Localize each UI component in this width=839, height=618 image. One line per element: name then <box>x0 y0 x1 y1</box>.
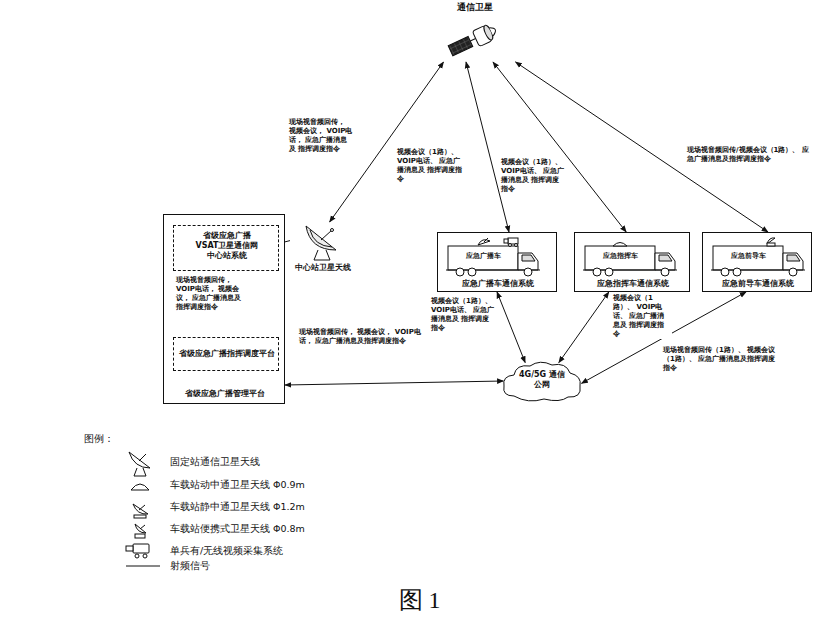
legend-text: 射频信号 <box>170 560 210 573</box>
node-text: 应急前导车 <box>715 252 781 260</box>
node-text: 省级应急广播 VSAT卫星通信网 中心站系统 <box>194 231 260 261</box>
dish-illustration <box>302 222 342 262</box>
dome-antenna-icon <box>131 484 149 490</box>
edge-label: 视频会议（1路）、 VOIP电话、 应急广播消息及 指挥调度指令 <box>430 297 496 333</box>
command-truck-box: 应急指挥车应急指挥车通信系统 <box>574 232 690 292</box>
legend-text: 车载站动中通卫星天线 Φ0.9m <box>170 479 305 492</box>
edge-label: 现场视音频回传， 视频会议， VOIP电话， 应急广播消息及指挥调度指令 <box>298 328 422 346</box>
edge-label: 现场视音频回传， 视频会议， VOIP电话， 应急广播消息及 指挥调度指令 <box>288 118 354 154</box>
signal-connector <box>285 381 503 385</box>
legend-text: 单兵有/无线视频采集系统 <box>170 545 283 558</box>
node-text: 应急前导车通信系统 <box>703 279 813 288</box>
signal-connector <box>497 292 525 363</box>
portable-dish-icon <box>135 524 146 538</box>
broadcast-truck-box: 应急广播车应急广播车通信系统 <box>437 232 557 292</box>
legend-heading: 图例： <box>84 432 114 446</box>
node-text: 应急指挥车通信系统 <box>575 279 691 288</box>
camera-icon <box>126 544 149 558</box>
node-text: 4G/5G 通信公网 <box>518 370 566 390</box>
node-text: 省级应急广播指挥调度平台 <box>177 349 277 358</box>
figure-caption: 图 1 <box>0 584 839 616</box>
edge-label: 视频会议（1路）、 VOIP电话、 应急广播消息及 指挥调度指令 <box>396 148 468 184</box>
signal-connector <box>559 292 609 363</box>
lead-truck-box: 应急前导车应急前导车通信系统 <box>702 232 812 292</box>
satellite-node: 通信卫星 <box>430 2 520 62</box>
legend-text: 车载站便携式卫星天线 Φ0.8m <box>170 523 305 536</box>
edge-label: 视频会议（1路）、 VOIP电话、 应急广播消息及 指挥调度指令 <box>612 294 672 339</box>
cloud-network: 4G/5G 通信公网 <box>500 358 584 404</box>
edge-label: 视频会议（1路）、 VOIP电话、 应急广播消息及 指挥调度指令 <box>500 158 566 194</box>
signal-connector <box>466 62 509 232</box>
satellite-illustration <box>444 16 510 62</box>
static-dish-icon <box>133 504 148 518</box>
node-text: 应急广播车通信系统 <box>438 279 558 288</box>
hub-dish-node: 中心站卫星天线 <box>290 222 356 275</box>
legend-text: 固定站通信卫星天线 <box>170 456 260 469</box>
vsat-hub-box: 省级应急广播 VSAT卫星通信网 中心站系统 <box>173 225 279 271</box>
node-text: 应急广播车 <box>450 252 516 260</box>
signal-connector <box>493 62 626 232</box>
rf-signal-sample <box>126 566 160 567</box>
node-text: 省级应急广播管理平台 <box>166 389 284 398</box>
edge-label: 现场视音频回传/视频会议（1路）、 应急广播消息及指挥调度指令 <box>686 146 814 164</box>
node-text: 应急指挥车 <box>587 252 653 260</box>
node-text: 通信卫星 <box>430 2 520 13</box>
edge-label: 现场视音频回传， VOIP电话， 视频会议， 应急广播消息及 指挥调度指令 <box>175 276 249 312</box>
node-text: 中心站卫星天线 <box>290 263 356 272</box>
dispatch-box: 省级应急广播指挥调度平台 <box>173 337 279 371</box>
legend-text: 车载站静中通卫星天线 Φ1.2m <box>170 501 305 514</box>
edge-label: 现场视音频回传（1路）、 视频会议（1路）、 应急广播消息及指挥调度指令 <box>662 346 780 373</box>
fixed-dish-icon <box>129 452 150 476</box>
